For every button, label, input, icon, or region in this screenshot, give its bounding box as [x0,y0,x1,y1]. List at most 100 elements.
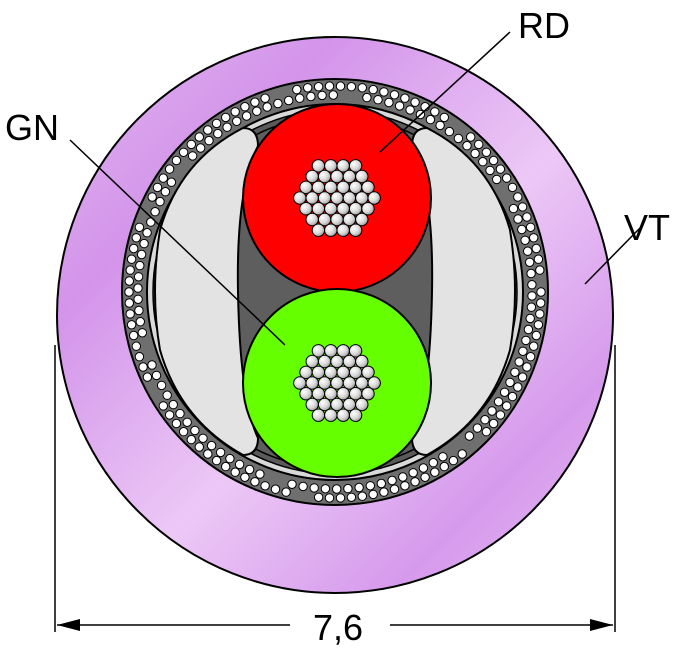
conductor-strand [311,223,326,237]
conductor-strand [299,387,313,401]
braid-strand [357,491,367,501]
braid-strand [354,482,364,493]
conductor-strand [299,202,313,216]
braid-strand [488,418,499,429]
braid-strand [206,440,217,451]
braid-strand [281,487,291,497]
braid-strand [255,469,265,479]
braid-strand [405,105,415,115]
braid-strand [313,492,324,502]
dimension-arrow-left [57,619,80,631]
braid-strand [474,139,484,150]
braid-strand [536,298,546,308]
braid-strand [523,246,533,256]
label-gn: GN [5,107,59,148]
braid-strand [448,455,459,466]
braid-strand [270,484,281,494]
braid-strand [160,187,171,197]
braid-strand [533,320,544,330]
braid-strand [346,492,357,502]
leader-line-rd [379,31,511,153]
braid-strand [522,362,532,372]
braid-strand [526,268,536,279]
braid-strand [394,101,405,111]
braid-strand [204,135,214,146]
braid-strand [166,177,177,187]
conductor-strand [361,365,375,379]
braid-strand [529,341,539,351]
braid-strand [495,410,506,420]
braid-strand [317,90,327,101]
braid-strand [492,174,502,185]
braid-strand [472,423,483,433]
conductor-strand [324,223,338,237]
conductor-strand [342,169,357,184]
conductor-strand [336,223,350,237]
braid-strand [164,410,175,420]
dimension-arrow-right [590,619,613,631]
braid-strand [481,427,492,437]
braid-strand [510,367,520,377]
braid-strand [147,192,157,202]
braid-strand [273,98,283,109]
braid-strand [187,151,198,161]
braid-strand [464,431,475,441]
braid-strand [398,472,408,482]
braid-strand [211,118,222,129]
braid-strand [522,212,532,222]
braid-strand [250,477,260,487]
braid-strand [535,265,545,275]
braid-strand [134,352,145,362]
braid-strand [194,442,205,452]
shield-braid-strands [124,81,546,503]
braid-strand [162,390,172,400]
braid-strand [536,287,546,297]
braid-strand [373,95,383,105]
braid-strand [178,147,189,158]
braid-strand [485,165,495,176]
conductor-strand [311,387,326,401]
braid-strand [135,317,146,327]
braid-strand [418,463,429,473]
braid-strand [324,493,335,503]
braid-strand [527,280,537,290]
braid-strand [425,114,436,125]
conductor-strand [355,397,369,412]
braid-strand [438,452,448,462]
conductor-strand [348,202,363,216]
braid-strand [502,173,512,183]
braid-strand [435,120,445,131]
braid-strand [457,449,467,459]
braid-strand [502,401,512,411]
braid-strand [533,254,544,264]
braid-strand [230,467,240,477]
conductor-strand [355,169,369,184]
braid-strand [439,461,449,472]
braid-strand [462,141,472,151]
braid-strand [362,92,372,103]
braid-strand [225,453,235,464]
braid-strand [324,81,335,91]
braid-strand [517,202,528,212]
braid-strand [250,97,260,107]
braid-strand [135,260,145,271]
braid-strand [505,377,515,388]
label-rd: RD [518,5,570,46]
braid-strand [194,132,205,142]
conductor-strand [311,202,326,216]
braid-strand [487,406,497,416]
braid-strand [142,372,153,382]
braid-strand [507,391,518,402]
conductor-strand [311,408,326,422]
braid-strand [133,283,143,293]
braid-strand [190,425,200,436]
braid-strand [453,133,464,144]
braid-strand [525,352,536,362]
braid-strand [171,155,182,166]
braid-strand [158,173,169,183]
braid-strand [410,97,420,107]
braid-strand [142,228,152,238]
braid-strand [260,481,270,491]
braid-strand [529,233,539,243]
